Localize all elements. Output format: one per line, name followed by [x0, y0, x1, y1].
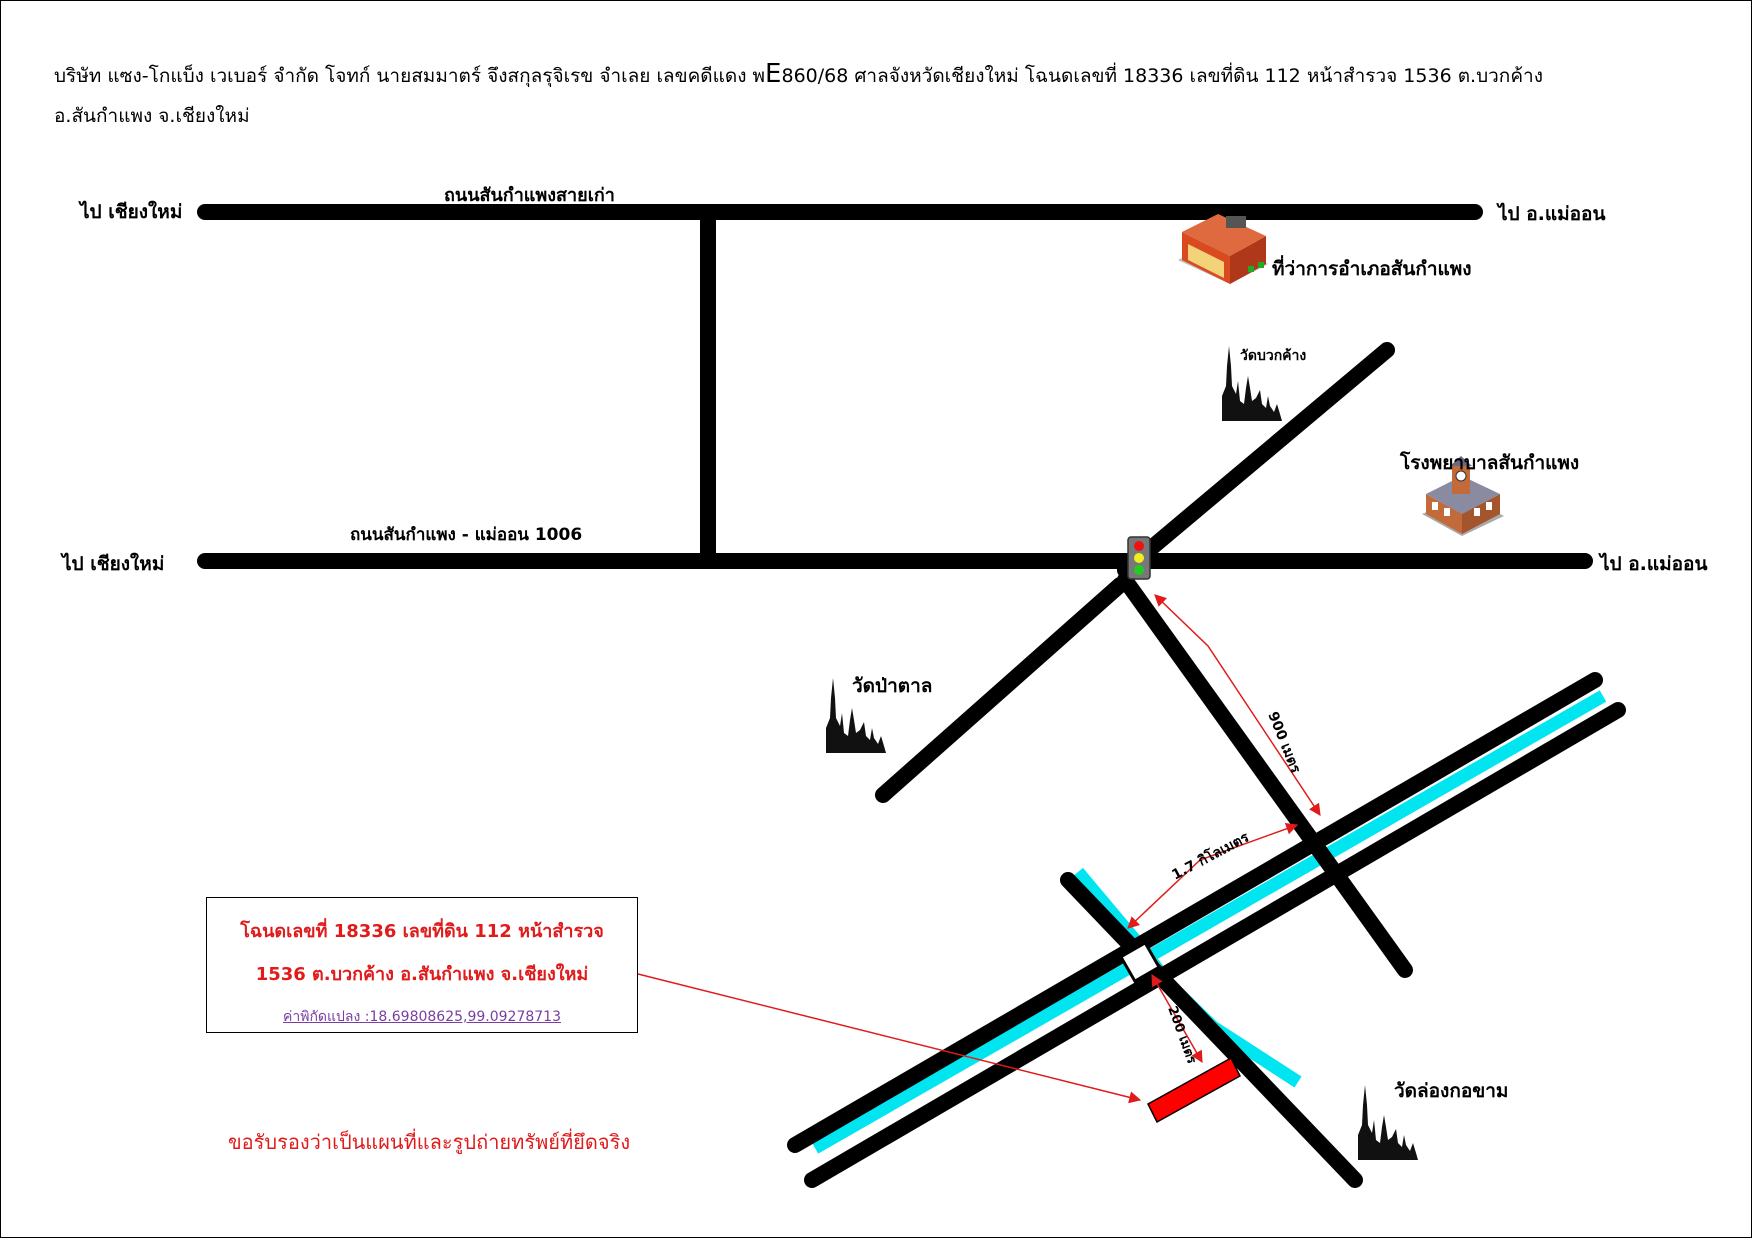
- arrow-200m: [1151, 973, 1203, 1064]
- direction-chiangmai-top: ไป เชียงใหม่: [80, 201, 183, 223]
- wat-pa-tan-label: วัดป่าตาล: [852, 675, 933, 697]
- header-line1-big: E: [765, 59, 782, 89]
- main-road-label: ถนนสันกำแพง - แม่ออน 1006: [350, 525, 583, 545]
- old-road-label: ถนนสันกำแพงสายเก่า: [444, 185, 615, 206]
- case-header: บริษัท แซง-โกแบ็ง เวเบอร์ จำกัด โจทก์ นา…: [54, 54, 1694, 136]
- distance-arrows: [637, 594, 1321, 1104]
- hospital-icon: [1422, 456, 1504, 536]
- label-1-7km: 1.7 กิโลเมตร: [1168, 828, 1252, 884]
- plot-info-box: โฉนดเลขที่ 18336 เลขที่ดิน 112 หน้าสำรวจ…: [206, 897, 638, 1033]
- direction-chiangmai-mid: ไป เชียงใหม่: [62, 553, 165, 575]
- road-to-wat-buak-khang: [1117, 342, 1395, 578]
- coordinates-link[interactable]: ค่าพิกัดแปลง :18.69808625,99.09278713: [282, 1009, 561, 1025]
- land-plot: [1147, 1056, 1241, 1124]
- direction-maeon-top: ไป อ.แม่ออน: [1498, 203, 1606, 225]
- header-line1-b: 860/68 ศาลจังหวัดเชียงใหม่ โฉนดเลขที่ 18…: [781, 65, 1543, 87]
- certification-text: ขอรับรองว่าเป็นแผนที่และรูปถ่ายทรัพย์ที่…: [228, 1130, 631, 1154]
- wat-long-kor-kham-label: วัดล่องกอขาม: [1394, 1080, 1509, 1102]
- plot-info-line1: โฉนดเลขที่ 18336 เลขที่ดิน 112 หน้าสำรวจ: [240, 921, 604, 942]
- district-office-label: ที่ว่าการอำเภอสันกำแพง: [1272, 258, 1472, 280]
- arrow-1-7km: [1127, 823, 1299, 929]
- canal-road-south: [804, 702, 1626, 1188]
- label-900m: 900 เมตร: [1264, 710, 1303, 776]
- wat-buak-khang-label: วัดบวกค้าง: [1240, 348, 1307, 364]
- direction-maeon-mid: ไป อ.แม่ออน: [1600, 553, 1708, 575]
- building-icon: [1178, 214, 1268, 284]
- cross-road: [1060, 872, 1363, 1188]
- header-line1-a: บริษัท แซง-โกแบ็ง เวเบอร์ จำกัด โจทก์ นา…: [54, 65, 766, 87]
- plot-info-line2: 1536 ต.บวกค้าง อ.สันกำแพง จ.เชียงใหม่: [255, 964, 589, 985]
- pointer-to-plot: [637, 973, 1142, 1104]
- arrow-900m: [1154, 594, 1321, 817]
- traffic-light-icon: [1127, 536, 1151, 580]
- bridge: [1118, 940, 1162, 984]
- header-line2: อ.สันกำแพง จ.เชียงใหม่: [54, 105, 250, 127]
- hospital-label: โรงพยาบาลสันกำแพง: [1400, 452, 1580, 474]
- road-to-wat-pa-tan: [875, 577, 1128, 803]
